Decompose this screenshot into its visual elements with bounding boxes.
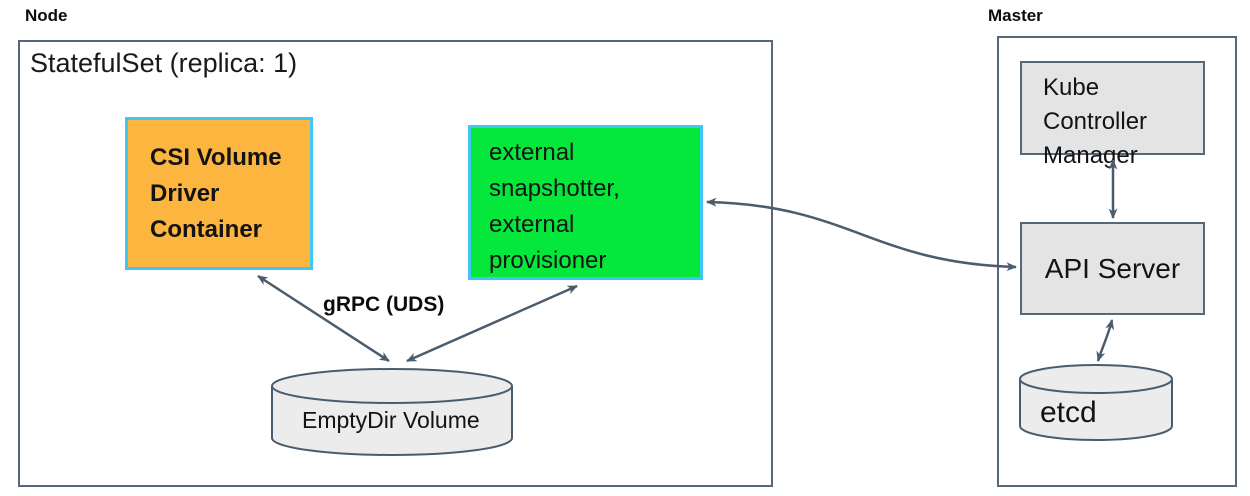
csi-box-line: Driver [150, 179, 220, 207]
kcm-box-line: Kube [1043, 74, 1100, 101]
emptydir-label: EmptyDir Volume [302, 407, 480, 433]
sidecar-box-line: provisioner [489, 247, 607, 274]
kcm-box-line: Manager [1043, 142, 1138, 169]
sidecar-box-line: external [489, 139, 575, 166]
node-group-label: Node [25, 6, 68, 25]
external-sidecars-box: external snapshotter, external provision… [468, 125, 703, 280]
api-server-label: API Server [1044, 252, 1181, 284]
statefulset-label: StatefulSet (replica: 1) [30, 48, 298, 78]
sidecar-box-line: snapshotter, [489, 175, 620, 202]
sidecar-box-line: external [489, 211, 575, 238]
csi-volume-driver-box: CSI Volume Driver Container [125, 117, 313, 270]
api-server-box: API Server [1020, 222, 1205, 315]
csi-box-line: CSI Volume [150, 143, 282, 171]
kube-controller-manager-box: Kube Controller Manager [1020, 61, 1205, 169]
grpc-uds-label: gRPC (UDS) [323, 293, 445, 316]
master-group-label: Master [988, 6, 1043, 25]
etcd-label: etcd [1040, 396, 1097, 429]
csi-box-line: Container [150, 215, 263, 243]
kcm-box-line: Controller [1043, 108, 1148, 135]
